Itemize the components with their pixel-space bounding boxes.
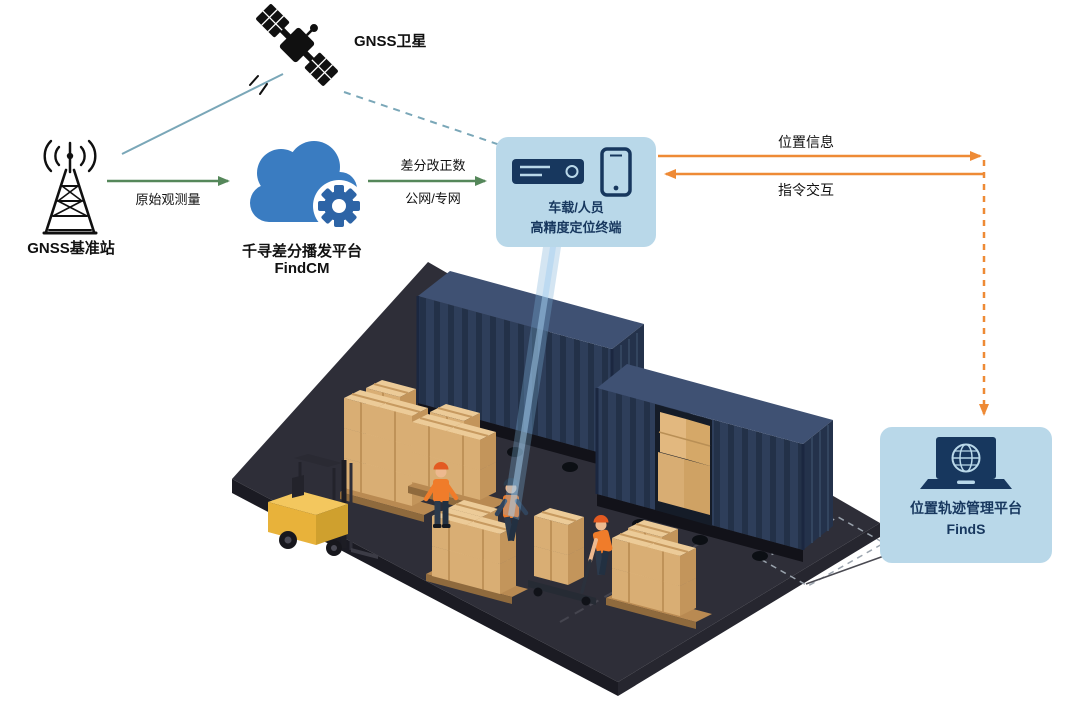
management-platform-label-1: 位置轨迹管理平台 xyxy=(910,500,1022,516)
pallet-jack xyxy=(528,580,596,606)
terminal-label-1: 车载/人员 xyxy=(548,200,604,215)
cloud-platform-label-2: FindCM xyxy=(274,260,330,277)
position-info-label: 位置信息 xyxy=(778,134,834,150)
container-front xyxy=(595,364,833,562)
smartphone-icon xyxy=(600,147,632,197)
finds-callout-line xyxy=(805,555,885,585)
corrections-label-2: 公网/专网 xyxy=(405,191,461,206)
worker-1 xyxy=(423,462,459,528)
laptop-globe-icon xyxy=(920,437,1012,489)
pallet-jack-load xyxy=(533,507,585,586)
radio-tower-icon xyxy=(42,139,98,235)
worker-3 xyxy=(580,515,613,594)
positioning-beam xyxy=(503,247,561,520)
command-interaction-label: 指令交互 xyxy=(778,182,834,198)
corrections-label-1: 差分改正数 xyxy=(400,158,466,173)
satellite-link-lines xyxy=(121,73,507,155)
pallet-stack-a xyxy=(340,379,440,522)
raw-observation-label: 原始观测量 xyxy=(135,192,201,207)
satellite-label: GNSS卫星 xyxy=(354,33,427,50)
terminal-label-2: 高精度定位终端 xyxy=(530,219,622,235)
container-cargo-boxes xyxy=(658,412,711,515)
terminal-icons xyxy=(512,147,632,197)
management-platform-node: 位置轨迹管理平台 FindS xyxy=(880,427,1052,563)
pallet-jack-handle xyxy=(580,559,592,594)
cloud-platform-label-1: 千寻差分播发平台 xyxy=(241,243,362,260)
terminal-node: 车载/人员 高精度定位终端 xyxy=(496,137,656,247)
forklift xyxy=(268,454,378,559)
warehouse-scene xyxy=(232,262,886,696)
management-platform-label-2: FindS xyxy=(946,520,986,537)
cloud-gear-icon xyxy=(250,141,365,232)
pallet-stack-c xyxy=(426,499,528,604)
base-station-label: GNSS基准站 xyxy=(27,240,115,257)
vehicle-terminal-icon xyxy=(512,159,584,184)
pallet-stack-d xyxy=(606,519,712,629)
gear-icon xyxy=(318,185,360,227)
satellite-icon xyxy=(249,4,338,95)
